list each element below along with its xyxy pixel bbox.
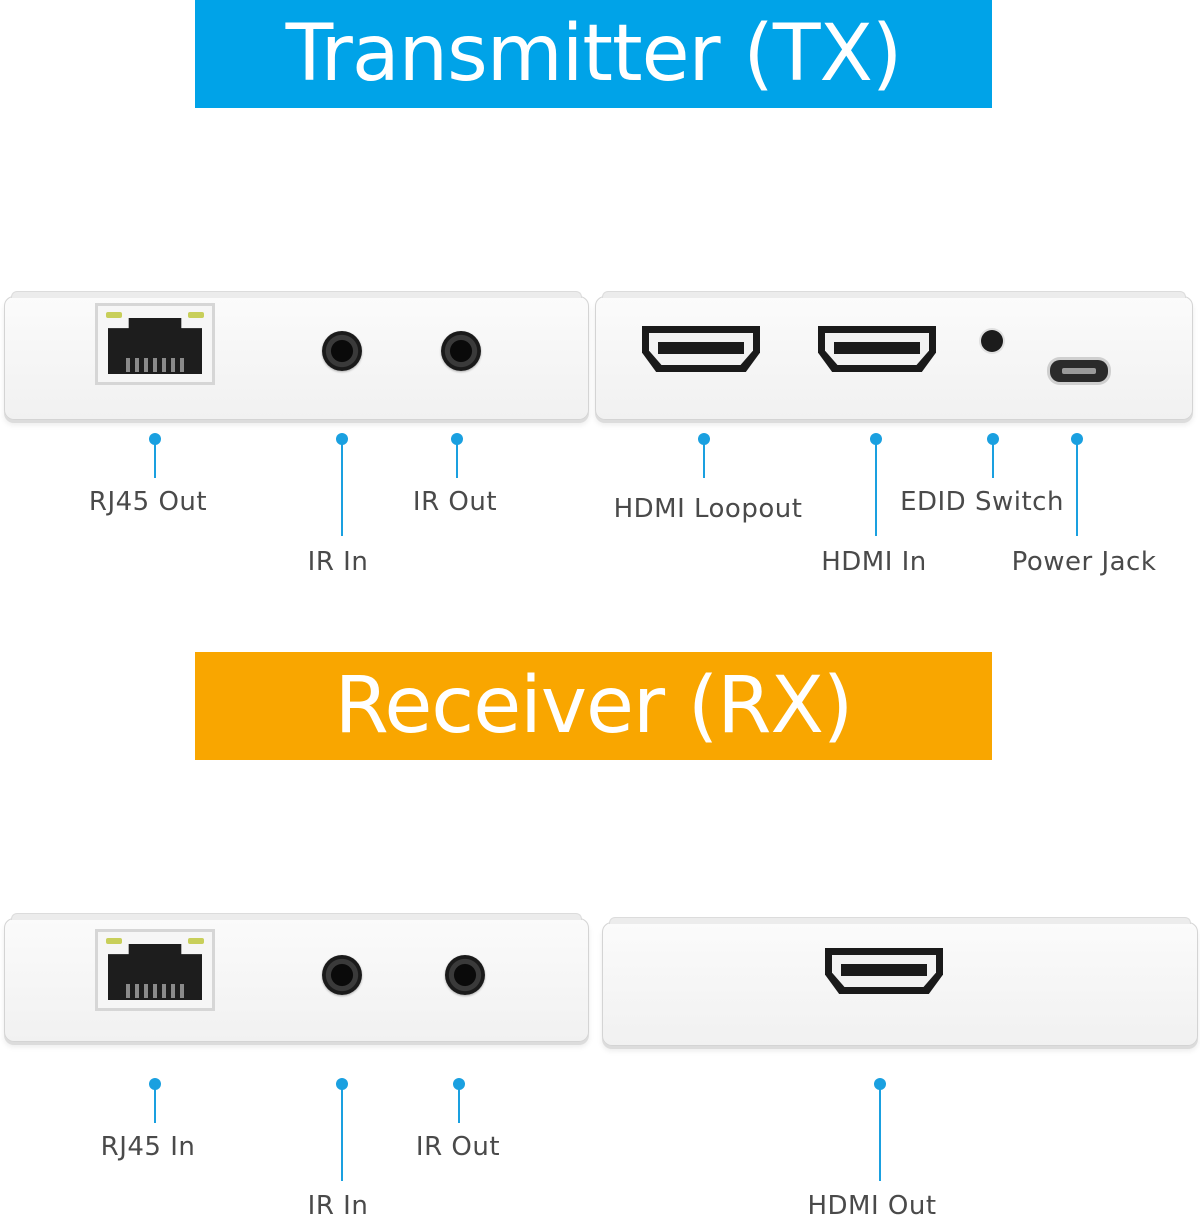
callout-dot xyxy=(336,433,348,445)
rx-front-panel xyxy=(602,917,1198,1046)
tx-power-jack-port xyxy=(1050,360,1108,382)
receiver-title: Receiver (RX) xyxy=(334,661,854,751)
callout-line xyxy=(992,442,994,478)
label-edid-switch: EDID Switch xyxy=(900,487,1064,517)
rx-ir-out-jack xyxy=(445,955,485,995)
tx-hdmi-in-port xyxy=(818,326,936,372)
usb-tongue xyxy=(1062,368,1096,374)
hdmi-slot xyxy=(834,342,920,354)
led-left xyxy=(106,938,122,944)
tx-edid-switch-button xyxy=(981,330,1003,352)
rx-rear-panel xyxy=(4,913,589,1042)
label-hdmi-loopout: HDMI Loopout xyxy=(613,494,803,524)
callout-line xyxy=(703,442,705,478)
callout-dot xyxy=(336,1078,348,1090)
tx-ir-out-jack xyxy=(441,331,481,371)
tx-rear-panel xyxy=(4,291,589,420)
rx-ir-in-jack xyxy=(322,955,362,995)
callout-dot xyxy=(987,433,999,445)
callout-line xyxy=(456,442,458,478)
label-rj45-out: RJ45 Out xyxy=(88,487,208,517)
receiver-banner: Receiver (RX) xyxy=(195,652,992,760)
callout-dot xyxy=(1071,433,1083,445)
callout-line xyxy=(154,442,156,478)
callout-line xyxy=(341,1087,343,1181)
callout-line xyxy=(1076,442,1078,536)
callout-line xyxy=(458,1087,460,1123)
hdmi-slot xyxy=(841,964,927,976)
tx-hdmi-loopout-port xyxy=(642,326,760,372)
label-hdmi-in: HDMI In xyxy=(821,547,927,577)
callout-line xyxy=(879,1087,881,1181)
transmitter-title: Transmitter (TX) xyxy=(285,9,903,99)
callout-dot xyxy=(453,1078,465,1090)
label-ir-in: IR In xyxy=(307,547,369,577)
callout-line xyxy=(154,1087,156,1123)
callout-dot xyxy=(870,433,882,445)
rx-rj45-port xyxy=(95,929,215,1011)
label-rj45-in: RJ45 In xyxy=(100,1132,196,1162)
callout-dot xyxy=(698,433,710,445)
callout-line xyxy=(341,442,343,536)
rj45-pins xyxy=(126,358,184,372)
tx-rj45-port xyxy=(95,303,215,385)
led-left xyxy=(106,312,122,318)
led-right xyxy=(188,938,204,944)
tx-front-panel xyxy=(595,291,1193,420)
label-ir-in: IR In xyxy=(307,1191,369,1221)
label-hdmi-out: HDMI Out xyxy=(807,1191,937,1221)
label-power-jack: Power Jack xyxy=(1011,547,1157,577)
label-ir-out: IR Out xyxy=(415,1132,501,1162)
label-ir-out: IR Out xyxy=(412,487,498,517)
callout-dot xyxy=(149,1078,161,1090)
callout-dot xyxy=(451,433,463,445)
led-right xyxy=(188,312,204,318)
rj45-pins xyxy=(126,984,184,998)
callout-dot xyxy=(874,1078,886,1090)
hdmi-slot xyxy=(658,342,744,354)
callout-dot xyxy=(149,433,161,445)
callout-line xyxy=(875,442,877,536)
rx-hdmi-out-port xyxy=(825,948,943,994)
transmitter-banner: Transmitter (TX) xyxy=(195,0,992,108)
tx-ir-in-jack xyxy=(322,331,362,371)
